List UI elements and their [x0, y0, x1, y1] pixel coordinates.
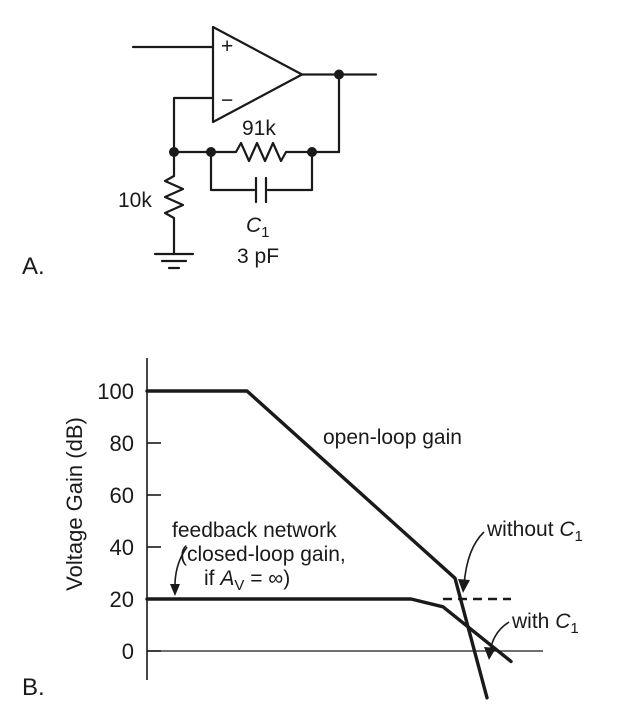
open-loop-label: open-loop gain [323, 426, 462, 449]
y-tick-label: 0 [122, 639, 134, 664]
feedback-label-line2: (closed-loop gain, [180, 543, 346, 566]
y-tick-label: 20 [110, 587, 134, 612]
capacitor-label: C1 [246, 214, 270, 241]
without-c1-arrow [463, 531, 485, 586]
y-axis-label: Voltage Gain (dB) [62, 417, 87, 591]
feedback-label-line3: if AV = ∞) [204, 567, 290, 594]
feedback-network-curve [145, 597, 513, 664]
y-tick-label: 80 [110, 431, 134, 456]
panel-a-label: A. [22, 253, 45, 280]
without-c1-label: without C1 [486, 518, 583, 545]
opamp-minus-label: − [221, 89, 233, 112]
capacitor-wire-left [209, 150, 256, 192]
ground-icon [153, 252, 195, 270]
resistor-91k-label: 91k [242, 117, 276, 140]
opamp-plus-label: + [221, 35, 233, 58]
resistor-91k [209, 141, 314, 163]
open-loop-gain-curve [145, 389, 489, 700]
feedback-label-line1: feedback network [172, 519, 337, 542]
bode-plot: 0 20 40 60 80 100 Voltage Gain (dB) open-loop… [22, 358, 583, 701]
circuit-diagram: + − 91k C1 3 pF 10k [22, 25, 378, 280]
panel-b-label: B. [22, 674, 45, 701]
inverting-input-wire [172, 96, 215, 154]
series-layer [145, 389, 513, 700]
opamp-symbol [211, 25, 304, 124]
y-tick-label: 40 [110, 535, 134, 560]
capacitor-wire-right [266, 150, 314, 192]
capacitor-value: 3 pF [237, 245, 279, 268]
without-c1-arrowhead [458, 579, 470, 593]
y-tick-label: 60 [110, 483, 134, 508]
y-ticks: 0 20 40 60 80 100 [97, 379, 161, 664]
with-c1-label: with C1 [511, 610, 579, 637]
resistor-10k-label: 10k [118, 189, 152, 212]
y-tick-label: 100 [97, 379, 134, 404]
feedback-arrowhead [170, 584, 180, 596]
resistor-10k [163, 150, 185, 256]
with-c1-arrowhead [484, 647, 496, 660]
